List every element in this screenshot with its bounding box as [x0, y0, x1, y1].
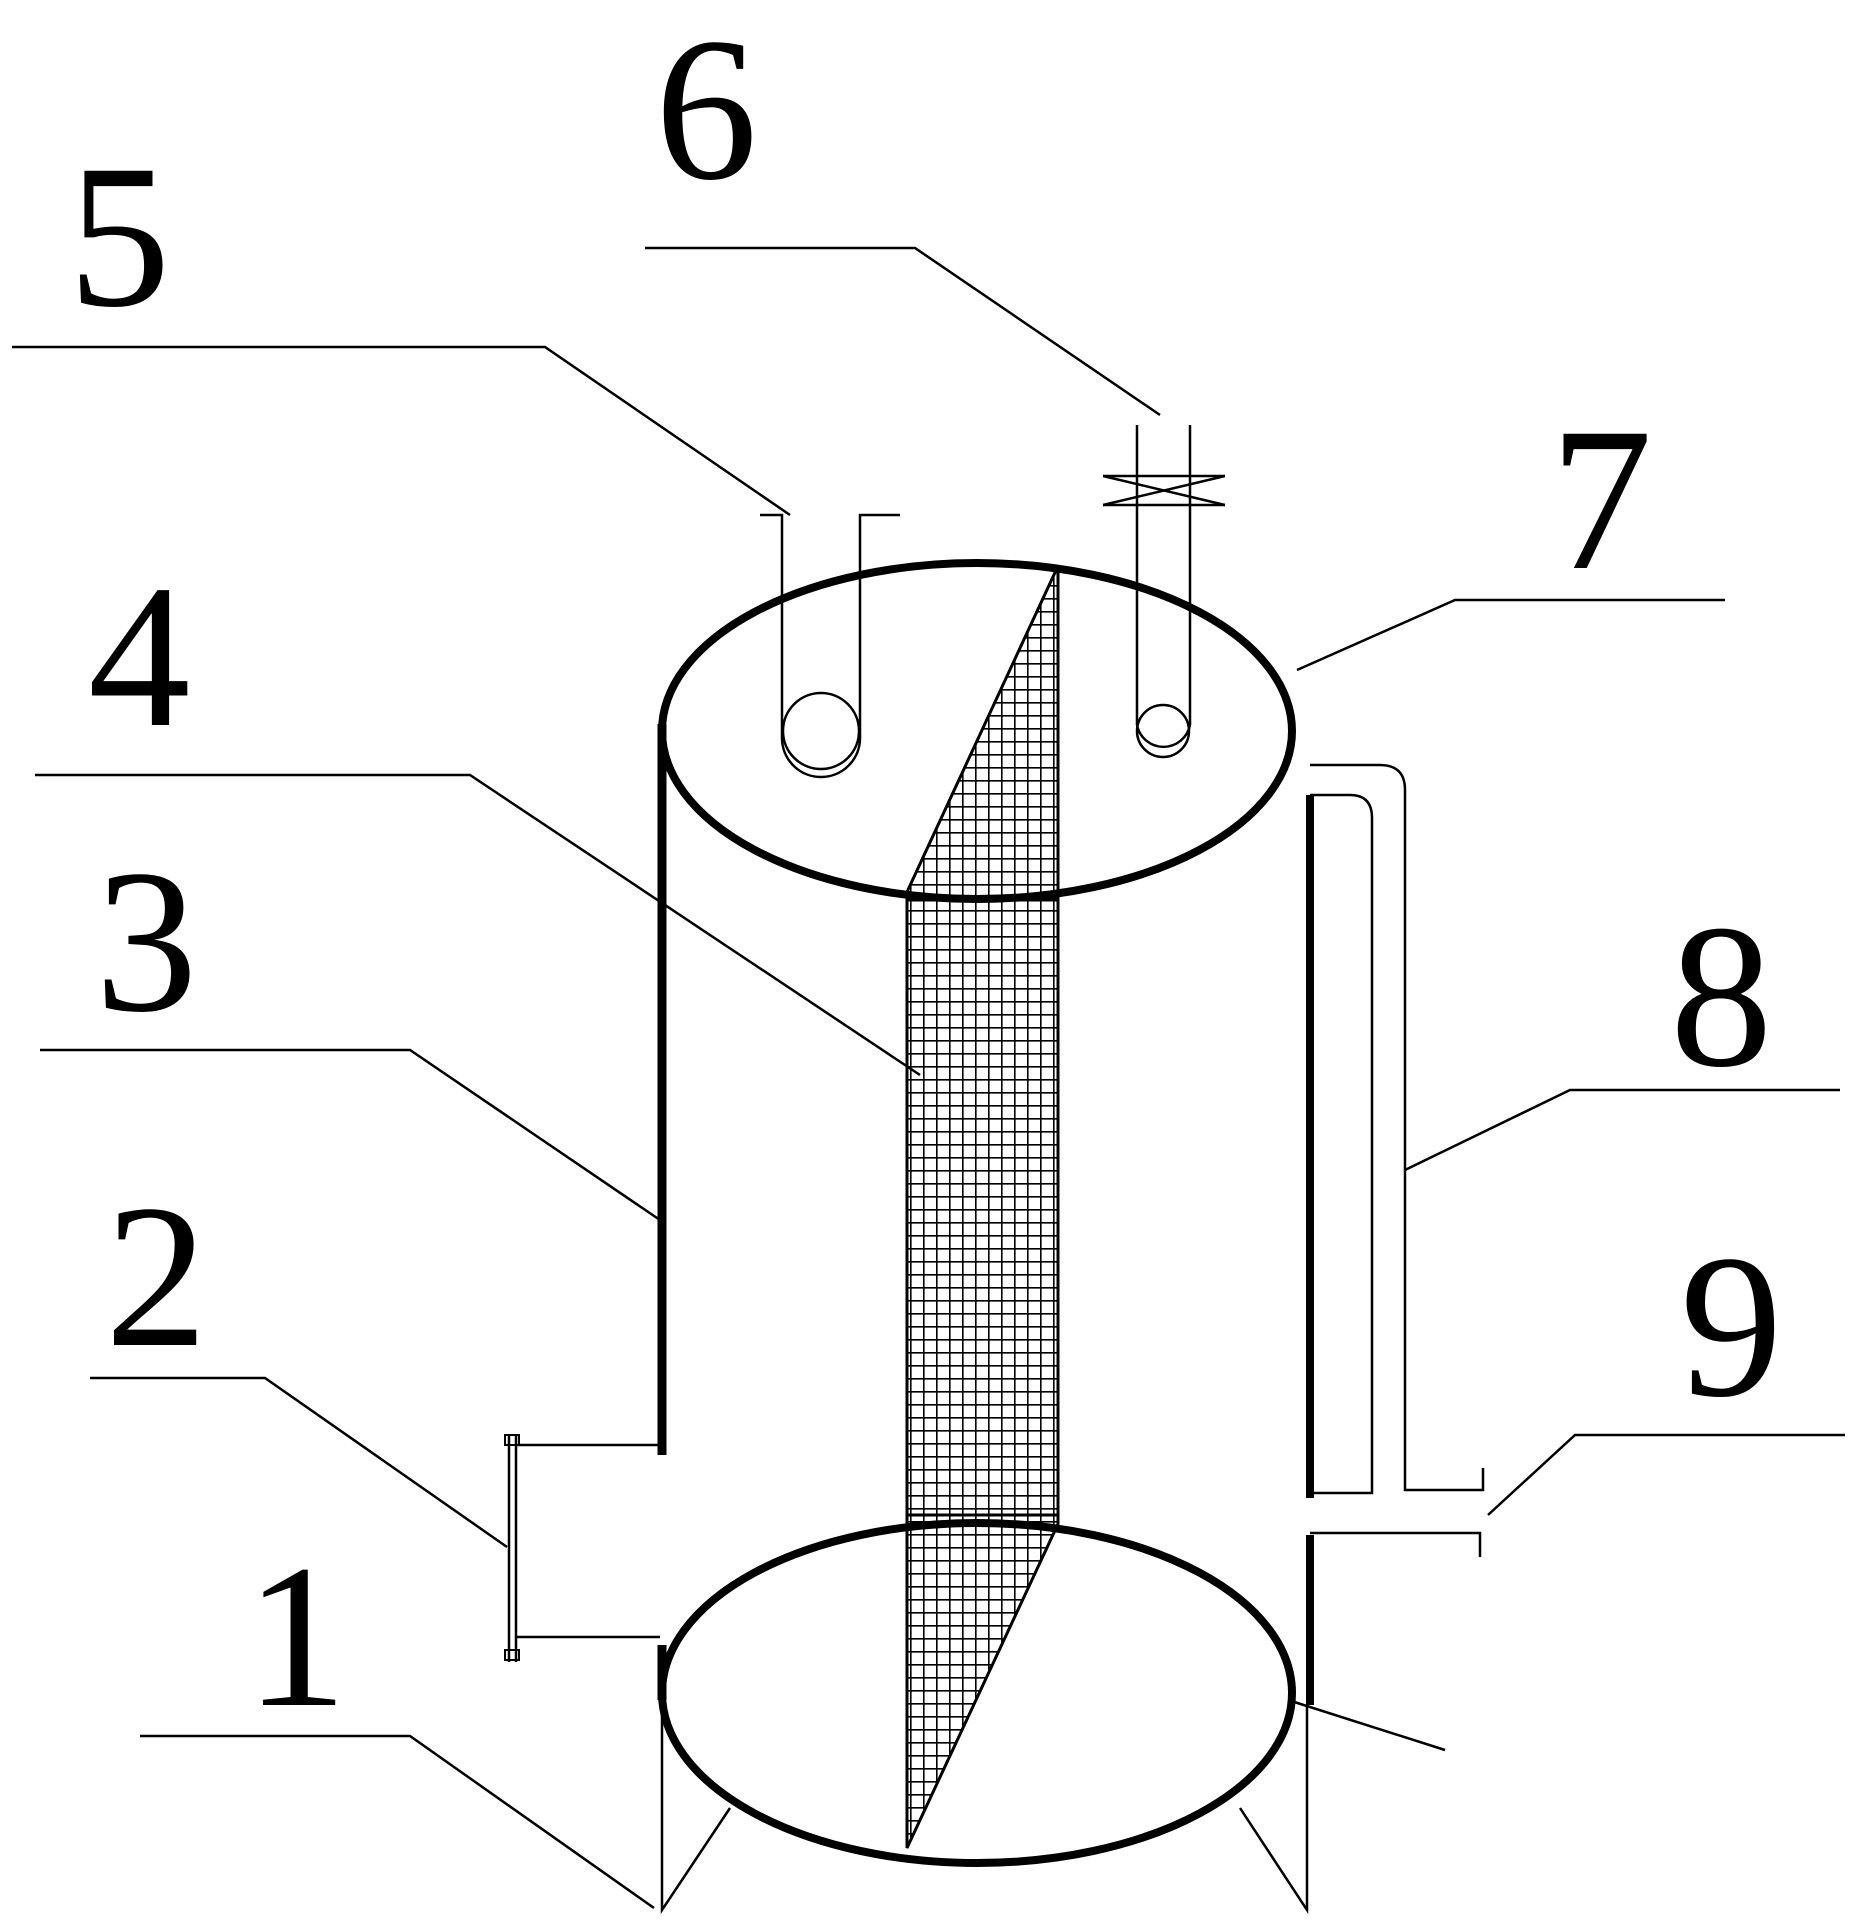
leader-base [1287, 1698, 1446, 1752]
leader-5 [12, 345, 791, 517]
mesh-column [905, 898, 1060, 1522]
valve-icon [1102, 474, 1226, 507]
sampling-port-2 [504, 1434, 660, 1662]
label-1: 1 [245, 1523, 348, 1750]
label-9: 9 [1680, 1213, 1783, 1440]
leader-6 [645, 246, 1161, 417]
label-4: 4 [88, 543, 191, 770]
support-legs [660, 1700, 1309, 1915]
label-7: 7 [1550, 386, 1653, 613]
inlet-pipe-5 [760, 513, 900, 779]
label-2: 2 [105, 1163, 208, 1390]
leader-3 [40, 1048, 661, 1222]
outlet-pipe-9 [1310, 1531, 1482, 1557]
mesh-partition [905, 565, 1060, 1849]
leader-1 [140, 1734, 655, 1910]
mesh-top-half [905, 565, 1060, 902]
leader-7 [1296, 598, 1725, 672]
label-8: 8 [1670, 883, 1773, 1110]
label-6: 6 [655, 0, 758, 223]
leader-8 [1404, 1088, 1840, 1172]
outlet-pipe-6 [1102, 425, 1226, 759]
mesh-bottom-half [905, 1513, 1060, 1849]
leader-4 [35, 773, 921, 1077]
label-3: 3 [95, 828, 198, 1055]
leader-9 [1487, 1433, 1845, 1516]
part-labels: 1 2 3 4 5 6 7 8 9 [68, 0, 1783, 1750]
leader-2 [90, 1376, 508, 1549]
leader-lines [12, 246, 1845, 1910]
label-5: 5 [68, 123, 171, 350]
overflow-pipe-8 [1310, 763, 1485, 1495]
